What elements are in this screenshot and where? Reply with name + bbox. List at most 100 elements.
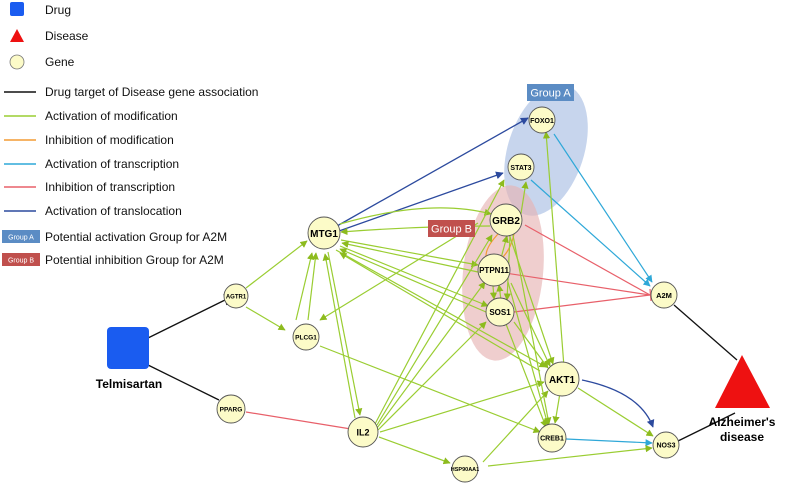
gene-label-pparg: PPARG <box>220 407 243 414</box>
edge-il2-stat3 <box>374 179 505 425</box>
edge-akt1-foxo1 <box>542 131 565 368</box>
gene-node-a2m <box>650 281 678 309</box>
edge-agtr1-mtg1 <box>245 240 308 289</box>
edge-mtg1-sos1 <box>339 245 489 307</box>
gene-label-sos1: SOS1 <box>489 308 511 317</box>
gene-label-stat3: STAT3 <box>510 165 531 172</box>
edge-il2-akt1 <box>379 380 545 433</box>
edge-sos1-akt1 <box>513 321 549 369</box>
edge-hsp90aa1-akt1 <box>482 390 549 463</box>
edge-akt1-nos3 <box>581 379 655 428</box>
disease-label-line1: Alzheimer's <box>709 415 776 429</box>
disease-legend-icon <box>10 29 24 42</box>
gene-node-foxo1 <box>528 106 556 134</box>
group-a-tag-text: Group A <box>530 88 571 100</box>
edge-akt1-nos3 <box>577 387 654 437</box>
legend-line-label: Drug target of Disease gene association <box>45 85 258 99</box>
gene-node-il2 <box>347 416 379 448</box>
gene-label-il2: IL2 <box>356 428 369 438</box>
gene-label-creb1: CREB1 <box>540 436 564 443</box>
edge-a2m-disease <box>673 304 738 361</box>
edge-hsp90aa1-nos3 <box>487 445 653 467</box>
edge-foxo1-a2m <box>553 133 653 283</box>
legend-line-label: Activation of transcription <box>45 157 179 171</box>
legend-group-a-tag <box>2 230 40 243</box>
gene-label-grb2: GRB2 <box>492 216 520 227</box>
gene-label-a2m: A2M <box>656 291 672 300</box>
legend-line-label: Activation of modification <box>45 109 178 123</box>
gene-label-plcg1: PLCG1 <box>295 335 317 342</box>
edge-mtg1-ptpn11 <box>340 239 479 268</box>
gene-label-ptpn11: PTPN11 <box>479 266 509 275</box>
legend-disease-label: Disease <box>45 29 89 43</box>
gene-label-nos3: NOS3 <box>656 443 675 450</box>
edge-grb2-plcg1 <box>319 222 479 321</box>
edge-creb1-nos3 <box>565 438 653 447</box>
disease-node <box>715 355 770 408</box>
edge-drug-agtr1 <box>147 299 226 339</box>
legend-line-label: Inhibition of transcription <box>45 180 175 194</box>
gene-node-grb2 <box>489 203 523 237</box>
legend-group-a-tag-text: Group A <box>8 235 34 242</box>
edge-ptpn11-creb1 <box>507 281 550 426</box>
edge-il2-grb2 <box>376 234 493 426</box>
edges <box>147 117 738 467</box>
edge-plcg1-mtg1 <box>307 252 319 321</box>
edge-mtg1-stat3 <box>338 171 504 232</box>
edge-plcg1-mtg1 <box>295 252 314 321</box>
edge-ptpn11-sos1 <box>489 285 498 300</box>
edge-agtr1-plcg1 <box>245 306 286 331</box>
legend-group-b-tag <box>2 253 40 266</box>
edge-sos1-ptpn11 <box>496 284 504 301</box>
edge-plcg1-creb1 <box>319 345 541 433</box>
edge-grb2-a2m <box>524 224 651 296</box>
gene-node-stat3 <box>507 153 535 181</box>
edge-il2-mtg1 <box>322 253 356 419</box>
edge-akt1-mtg1 <box>339 252 541 372</box>
edge-mtg1-akt1 <box>335 249 547 368</box>
legend-group-b-tag-text: Group B <box>8 258 34 265</box>
gene-node-akt1 <box>544 361 580 397</box>
gene-label-foxo1: FOXO1 <box>530 118 554 125</box>
edge-akt1-creb1 <box>552 392 561 424</box>
edge-drug-pparg <box>147 364 220 401</box>
edge-mtg1-grb2 <box>339 207 492 225</box>
legend: Drug Disease Gene Drug target of Disease… <box>2 2 258 267</box>
gene-node-hsp90aa1 <box>451 455 479 483</box>
gene-node-mtg1 <box>307 216 341 250</box>
group-a-tag <box>527 84 574 101</box>
edge-sos1-a2m <box>513 294 651 313</box>
edge-ptpn11-mtg1 <box>341 240 479 273</box>
gene-label-mtg1: MTG1 <box>310 229 338 240</box>
edge-il2-hsp90aa1 <box>378 436 451 465</box>
drug-node <box>107 327 149 369</box>
disease-label-line2: disease <box>720 430 764 444</box>
gene-labels: FOXO1 STAT3 GRB2 MTG1 PTPN11 SOS1 A2M AG… <box>220 118 676 473</box>
edge-inhibit-bar <box>649 288 652 302</box>
gene-node-plcg1 <box>292 323 320 351</box>
edge-mtg1-foxo1 <box>336 117 529 227</box>
edge-stat3-a2m <box>530 179 651 287</box>
edge-sos1-mtg1 <box>339 248 487 313</box>
group-b-tag-text: Group B <box>431 224 472 236</box>
gene-node-sos1 <box>485 297 515 327</box>
edge-mtg1-il2 <box>327 251 363 416</box>
legend-group-a-label: Potential activation Group for A2M <box>45 230 227 244</box>
group-b-tag <box>428 220 475 237</box>
gene-label-agtr1: AGTR1 <box>226 295 247 301</box>
edge-sos1-creb1 <box>505 323 548 428</box>
gene-node-agtr1 <box>223 283 249 309</box>
gene-legend-icon <box>9 54 25 70</box>
legend-drug-label: Drug <box>45 3 71 17</box>
legend-line-label: Activation of translocation <box>45 204 182 218</box>
edge-ptpn11-a2m <box>504 272 651 296</box>
gene-node-nos3 <box>652 431 680 459</box>
gene-label-akt1: AKT1 <box>549 375 576 386</box>
edge-il2-sos1 <box>377 321 487 431</box>
gene-node-creb1 <box>537 423 567 453</box>
legend-gene-label: Gene <box>45 55 75 69</box>
legend-group-b-label: Potential inhibition Group for A2M <box>45 253 224 267</box>
legend-line-label: Inhibition of modification <box>45 133 174 147</box>
gene-node-pparg <box>216 394 246 424</box>
